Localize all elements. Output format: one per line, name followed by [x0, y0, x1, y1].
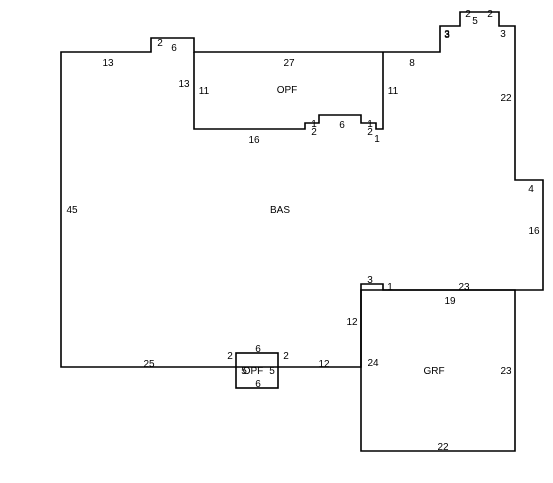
dimension-label: 2	[157, 38, 163, 49]
dimension-label: 2	[283, 351, 289, 362]
dimension-label: 5	[269, 366, 275, 377]
dimension-label: 6	[255, 379, 261, 390]
dimension-label: 2	[311, 127, 317, 138]
dimension-label: 2	[227, 351, 233, 362]
dimension-label: 6	[171, 43, 177, 54]
dimension-label: 1	[311, 119, 317, 130]
dimension-label: 2	[465, 9, 471, 20]
dimension-label: 19	[444, 296, 456, 307]
dimension-label: 27	[283, 58, 295, 69]
dimension-label: 1	[367, 119, 373, 130]
opf-top-outline	[193, 52, 384, 130]
area-label-grf: GRF	[423, 366, 444, 377]
grf-outline	[360, 289, 516, 452]
dimension-label: 1	[374, 134, 380, 145]
area-label-opf-bottom: OPF	[243, 366, 264, 377]
dimension-label: 22	[500, 93, 512, 104]
dimension-label: 3	[444, 30, 450, 41]
dimension-label: 6	[255, 344, 261, 355]
dimension-label: 16	[528, 226, 540, 237]
opf-bottom-outline	[235, 352, 279, 389]
dimension-label: 16	[248, 135, 260, 146]
dimension-label: 13	[102, 58, 114, 69]
dimension-label: 12	[318, 359, 330, 370]
bas-outline	[60, 11, 544, 368]
dimension-label: 4	[528, 184, 534, 195]
dimension-label: 1	[387, 282, 393, 293]
dimension-label: 8	[409, 58, 415, 69]
dimension-label: 2	[487, 9, 493, 20]
dimension-label: 3	[444, 29, 450, 40]
dimension-label: 3	[367, 275, 373, 286]
dimension-label: 2	[367, 127, 373, 138]
dimension-label: 24	[367, 358, 379, 369]
dimension-label: 3	[500, 29, 506, 40]
area-label-opf-top: OPF	[277, 85, 298, 96]
dimension-label: 6	[339, 120, 345, 131]
dimension-label: 23	[500, 366, 512, 377]
area-label-bas: BAS	[270, 205, 290, 216]
dimension-label: 11	[388, 86, 399, 97]
dimension-label: 45	[66, 205, 78, 216]
dimension-label: 22	[437, 442, 449, 453]
dimension-label: 11	[199, 86, 210, 97]
dimension-label: 13	[178, 79, 190, 90]
dimension-label: 23	[458, 282, 470, 293]
dimension-label: 5	[241, 366, 247, 377]
dimension-label: 12	[346, 317, 358, 328]
dimension-label: 25	[143, 359, 155, 370]
dimension-label: 5	[472, 16, 478, 27]
